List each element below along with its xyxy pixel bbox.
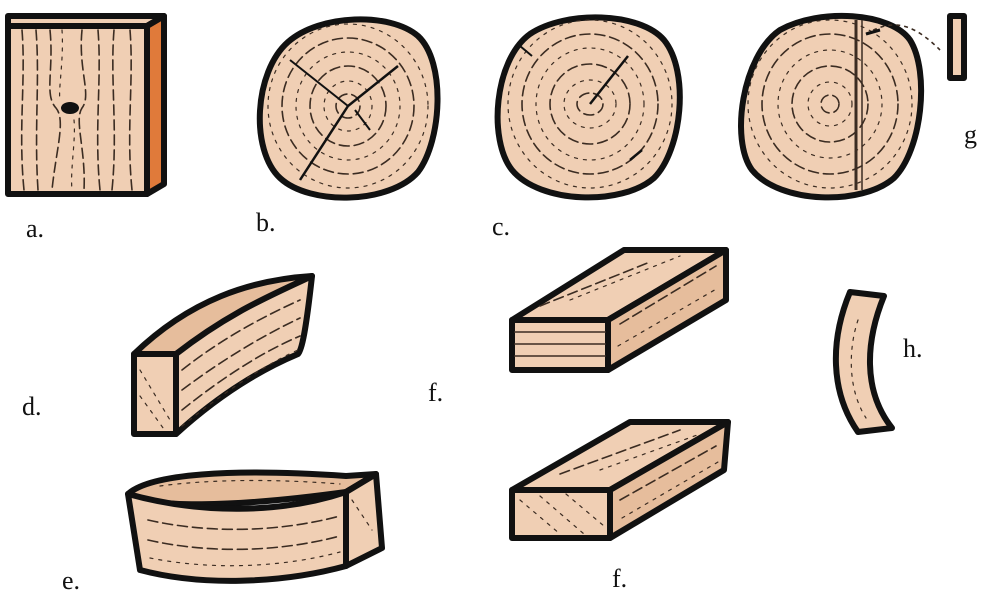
label-f-top: f. — [428, 380, 443, 406]
log-section-radial-checks — [260, 19, 438, 197]
label-a: a. — [26, 216, 44, 242]
log-section-shake — [741, 16, 940, 198]
label-h: h. — [903, 336, 923, 362]
label-f-bottom: f. — [612, 566, 627, 592]
label-g: g — [964, 122, 977, 148]
straight-block-top — [512, 250, 726, 370]
log-section-checks — [498, 17, 680, 197]
bowed-piece — [134, 276, 312, 434]
label-b: b. — [256, 210, 276, 236]
crooked-strip — [836, 292, 892, 432]
knot-mark — [61, 102, 79, 114]
label-c: c. — [492, 214, 510, 240]
twisted-block-bottom — [512, 422, 728, 538]
label-d: d. — [22, 394, 42, 420]
label-e: e. — [62, 568, 80, 594]
thin-strip-g — [950, 16, 964, 78]
cupped-piece — [128, 473, 382, 581]
board-with-knot — [8, 16, 164, 194]
